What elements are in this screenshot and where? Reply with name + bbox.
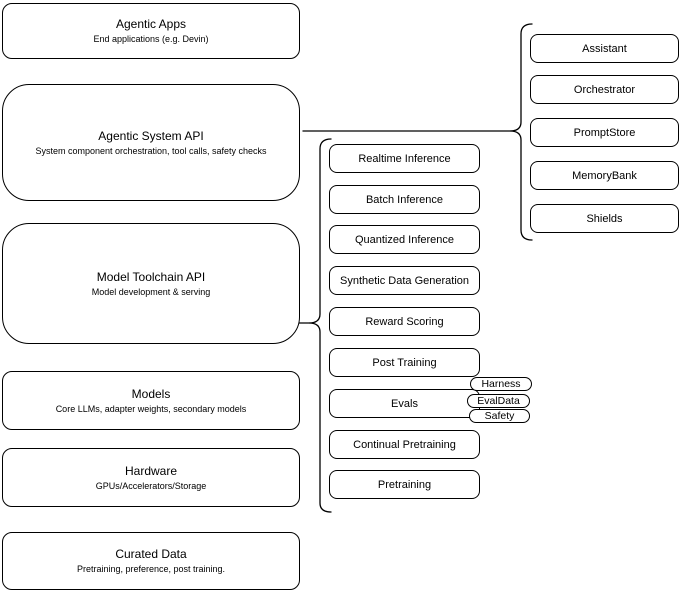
box-label: Shields [586, 212, 623, 225]
brace-right-group [509, 23, 533, 241]
box-subtitle: GPUs/Accelerators/Storage [95, 480, 207, 491]
box-label: Assistant [582, 42, 627, 55]
box-title: Model Toolchain API [96, 269, 206, 284]
tag-harness: Harness [470, 377, 532, 391]
box-reward-scoring: Reward Scoring [329, 307, 480, 336]
box-shields: Shields [530, 204, 679, 233]
box-label: Quantized Inference [354, 233, 455, 246]
box-assistant: Assistant [530, 34, 679, 63]
box-title: Agentic System API [98, 128, 204, 143]
tag-label: Safety [484, 410, 515, 422]
box-subtitle: End applications (e.g. Devin) [93, 34, 209, 44]
box-memorybank: MemoryBank [530, 161, 679, 190]
box-agentic-system-api: Agentic System API System component orch… [2, 84, 300, 201]
box-agentic-apps: Agentic Apps End applications (e.g. Devi… [2, 3, 300, 59]
box-label: Realtime Inference [358, 152, 451, 165]
box-label: Post Training [372, 356, 437, 369]
box-label: Pretraining [377, 478, 432, 491]
brace-middle-group [308, 138, 332, 513]
box-label: Batch Inference [365, 193, 444, 206]
tag-safety: Safety [469, 409, 530, 423]
box-title: Hardware [124, 463, 178, 478]
box-model-toolchain-api: Model Toolchain API Model development & … [2, 223, 300, 344]
box-synthetic-data-generation: Synthetic Data Generation [329, 266, 480, 295]
box-pretraining: Pretraining [329, 470, 480, 499]
box-evals: Evals [329, 389, 480, 418]
box-label: MemoryBank [572, 169, 637, 182]
box-continual-pretraining: Continual Pretraining [329, 430, 480, 459]
box-title: Curated Data [115, 547, 187, 561]
box-models: Models Core LLMs, adapter weights, secon… [2, 371, 300, 430]
box-batch-inference: Batch Inference [329, 185, 480, 214]
box-label: PromptStore [573, 126, 636, 139]
box-subtitle: System component orchestration, tool cal… [35, 145, 267, 156]
tag-label: Harness [481, 378, 521, 390]
box-label: Synthetic Data Generation [339, 274, 470, 287]
box-label: Orchestrator [573, 83, 636, 96]
box-label: Evals [391, 397, 418, 410]
box-subtitle: Core LLMs, adapter weights, secondary mo… [55, 403, 247, 414]
box-label: Continual Pretraining [353, 438, 456, 451]
box-promptstore: PromptStore [530, 118, 679, 147]
box-hardware: Hardware GPUs/Accelerators/Storage [2, 448, 300, 507]
box-subtitle: Model development & serving [91, 286, 211, 297]
box-title: Models [131, 386, 171, 401]
box-label: Reward Scoring [365, 315, 444, 328]
box-curated-data: Curated Data Pretraining, preference, po… [2, 532, 300, 590]
box-orchestrator: Orchestrator [530, 75, 679, 104]
box-post-training: Post Training [329, 348, 480, 377]
tag-label: EvalData [477, 395, 520, 407]
box-quantized-inference: Quantized Inference [329, 225, 480, 254]
box-realtime-inference: Realtime Inference [329, 144, 480, 173]
tag-evaldata: EvalData [467, 394, 530, 408]
box-subtitle: Pretraining, preference, post training. [76, 564, 226, 574]
box-title: Agentic Apps [115, 17, 187, 31]
